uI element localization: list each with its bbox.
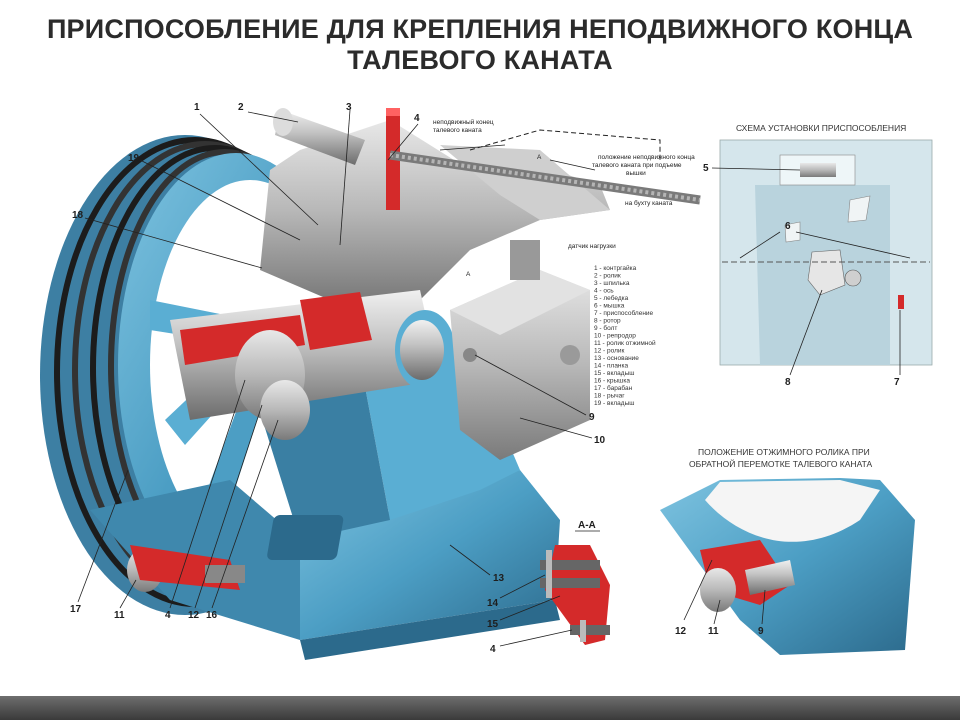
scheme-callout-5: 5 [703, 163, 709, 174]
section-a-a: А-А 14 15 4 [487, 520, 610, 655]
scheme-callout-7: 7 [894, 377, 900, 388]
callout-19: 19 [128, 153, 140, 164]
position-label-1: положение неподвижного конца [598, 154, 695, 161]
fixed-end-label-1: неподвижный конец [433, 118, 494, 126]
legend-item: 17 - барабан [594, 384, 633, 392]
callout-4: 4 [414, 113, 420, 124]
reverse-callout-12: 12 [675, 626, 687, 637]
load-sensor [450, 240, 590, 460]
position-label-2: талевого каната при подъеме [592, 162, 682, 169]
slide-title: ПРИСПОСОБЛЕНИЕ ДЛЯ КРЕПЛЕНИЯ НЕПОДВИЖНОГ… [0, 14, 960, 76]
callout-3: 3 [346, 102, 352, 113]
callout-10: 10 [594, 435, 606, 446]
installation-scheme: СХЕМА УСТАНОВКИ ПРИСПОСОБЛЕНИЯ 5 6 8 7 [703, 123, 933, 388]
legend-item: 7 - приспособление [594, 309, 654, 317]
reverse-callout-11: 11 [708, 626, 719, 637]
legend-item: 12 - ролик [594, 348, 625, 355]
callout-12: 12 [188, 610, 200, 621]
legend-item: 8 - ротор [594, 318, 621, 325]
legend-item: 4 - ось [594, 288, 614, 295]
to-reel-label: на бухту каната [625, 199, 673, 207]
scheme-callout-6: 6 [785, 221, 791, 232]
legend-item: 15 - вкладыш [594, 370, 634, 377]
section-callout-14: 14 [487, 598, 499, 609]
reverse-rewind-view: ПОЛОЖЕНИЕ ОТЖИМНОГО РОЛИКА ПРИ ОБРАТНОЙ … [660, 447, 915, 655]
reverse-caption-1: ПОЛОЖЕНИЕ ОТЖИМНОГО РОЛИКА ПРИ [698, 447, 870, 457]
legend-item: 18 - рычаг [594, 393, 625, 400]
section-callout-4: 4 [490, 644, 496, 655]
annotations: неподвижный конец талевого каната положе… [433, 118, 695, 278]
callout-1: 1 [194, 102, 200, 113]
legend-item: 5 - лебедка [594, 294, 629, 302]
callout-lines [77, 109, 596, 609]
lever-18 [260, 108, 610, 300]
stud-3 [386, 110, 400, 210]
callout-11: 11 [114, 610, 125, 621]
legend-item: 11 - ролик отжимной [594, 339, 656, 347]
section-mark-a2: А [466, 271, 471, 278]
main-assembly [40, 108, 701, 660]
rollers-bottom [127, 545, 245, 592]
legend-item: 16 - крышка [594, 378, 630, 385]
legend-item: 10 - репродор [594, 333, 636, 340]
shaft-4 [170, 290, 455, 440]
callout-2: 2 [238, 102, 244, 113]
legend-item: 6 - мышка [594, 303, 625, 310]
legend-item: 13 - основание [594, 355, 639, 362]
callout-18: 18 [72, 210, 84, 221]
title-line-2: ТАЛЕВОГО КАНАТА [347, 45, 613, 75]
fixed-end-label-2: талевого каната [433, 127, 482, 134]
footer-bar [0, 696, 960, 720]
load-sensor-label: датчик нагрузки [568, 243, 616, 250]
callout-16: 16 [206, 610, 218, 621]
legend-item: 1 - контргайка [594, 264, 637, 272]
scheme-caption: СХЕМА УСТАНОВКИ ПРИСПОСОБЛЕНИЯ [736, 123, 906, 133]
legend-item: 2 - ролик [594, 273, 621, 280]
scheme-callout-8: 8 [785, 377, 791, 388]
title-line-1: ПРИСПОСОБЛЕНИЕ ДЛЯ КРЕПЛЕНИЯ НЕПОДВИЖНОГ… [46, 14, 914, 44]
section-mark-a1: А [537, 154, 542, 161]
callout-13: 13 [493, 573, 505, 584]
section-callout-15: 15 [487, 619, 499, 630]
legend-item: 19 - вкладыш [594, 400, 634, 407]
position-label-3: вышки [626, 170, 646, 177]
section-title: А-А [578, 520, 596, 531]
callout-17: 17 [70, 604, 82, 615]
legend-item: 14 - планка [594, 363, 629, 370]
callout-4b: 4 [165, 610, 171, 621]
reverse-callout-9: 9 [758, 626, 764, 637]
reverse-caption-2: ОБРАТНОЙ ПЕРЕМОТКЕ ТАЛЕВОГО КАНАТА [689, 458, 872, 469]
callout-9: 9 [589, 412, 595, 423]
legend-item: 3 - шпилька [594, 280, 630, 287]
main-callout-numbers: 1 2 3 4 19 18 17 11 4 12 16 13 9 10 [70, 102, 606, 621]
legend-item: 9 - болт [594, 324, 617, 332]
